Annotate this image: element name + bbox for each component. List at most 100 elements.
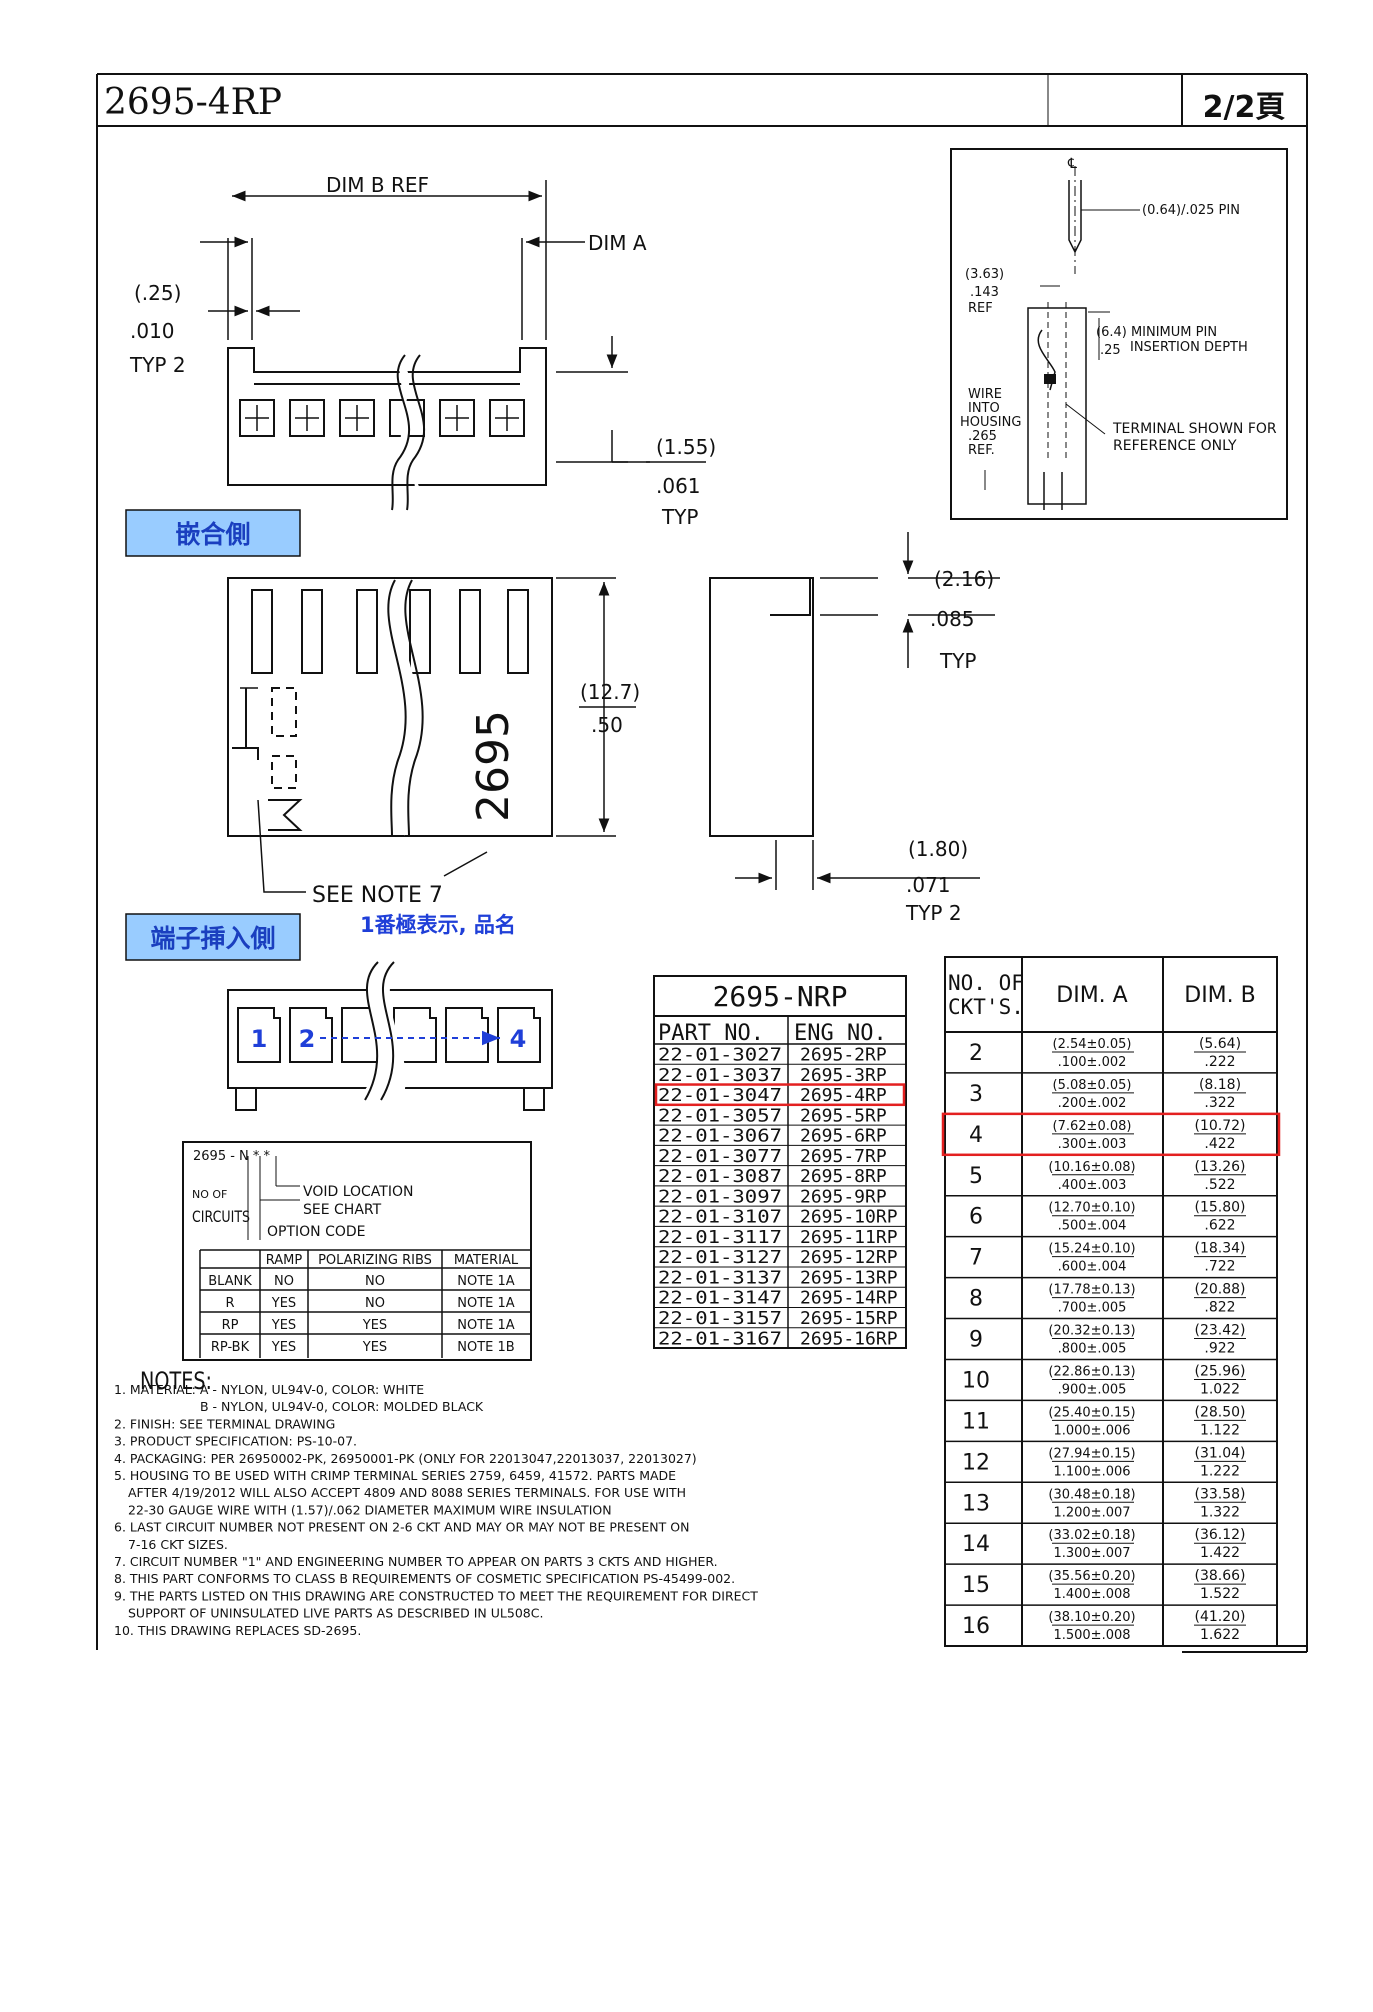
opt-cell: NOTE 1A: [457, 1296, 515, 1311]
ref-in: .143: [970, 285, 999, 300]
opt-cell: YES: [271, 1340, 296, 1355]
dim-b-in-cell: 1.422: [1200, 1545, 1240, 1561]
ckt-count-cell: 13: [962, 1491, 990, 1516]
note-line: 5. HOUSING TO BE USED WITH CRIMP TERMINA…: [114, 1468, 676, 1483]
eng-number-cell: 2695-8RP: [800, 1166, 887, 1187]
part-number-cell: 22-01-3027: [658, 1045, 782, 1066]
dim-a-mm-cell: (35.56±0.20): [1048, 1569, 1135, 1584]
note-line: 2. FINISH: SEE TERMINAL DRAWING: [114, 1416, 335, 1431]
side-width-in: .071: [906, 873, 951, 897]
eng-number-cell: 2695-14RP: [800, 1288, 898, 1309]
eng-number-cell: 2695-10RP: [800, 1207, 898, 1228]
note-line: 1. MATERIAL: A - NYLON, UL94V-0, COLOR: …: [114, 1382, 424, 1397]
ckt-count-cell: 8: [969, 1287, 983, 1312]
drawing-title: 2695-4RP: [104, 82, 282, 123]
wire-line4: .265: [968, 429, 997, 444]
sheet-frame: [96, 73, 1308, 1653]
part-table-header-eng: ENG NO.: [794, 1021, 887, 1046]
dim-a-in-cell: .400±.003: [1058, 1178, 1127, 1193]
option-code-box: [182, 1141, 532, 1361]
pin1-annotation: 1番極表示, 品名: [360, 913, 516, 937]
see-note-7: SEE NOTE 7: [312, 883, 443, 908]
part-number-table: [653, 975, 907, 1349]
part-number-cell: 22-01-3107: [658, 1207, 782, 1228]
wire-line1: WIRE: [968, 387, 1002, 402]
ref-mm: (3.63): [965, 267, 1004, 282]
circuits-label: CIRCUITS: [192, 1207, 250, 1226]
opt-cell: YES: [362, 1340, 387, 1355]
terminal-side-label-box: [125, 913, 301, 961]
opt-col-ribs: POLARIZING RIBS: [318, 1253, 432, 1268]
option-code-template: 2695 - N * *: [193, 1149, 271, 1164]
dimension-table: [944, 956, 1278, 1647]
part-number-cell: 22-01-3127: [658, 1247, 782, 1268]
ckt-count-cell: 2: [969, 1041, 983, 1066]
note-line: 8. THIS PART CONFORMS TO CLASS B REQUIRE…: [114, 1571, 735, 1586]
eng-number-cell: 2695-11RP: [800, 1227, 898, 1248]
part-table-title: 2695-NRP: [713, 980, 848, 1013]
dim-a-in-cell: 1.200±.007: [1053, 1505, 1130, 1520]
cavity-1: 1: [251, 1025, 268, 1053]
part-number-cell: 22-01-3067: [658, 1126, 782, 1147]
top-view-dimensions: [200, 180, 650, 463]
centerline-mark: ℄: [1067, 156, 1077, 172]
opt-col-ramp: RAMP: [266, 1253, 303, 1268]
depth-line1: (6.4) MINIMUM PIN: [1096, 325, 1217, 340]
ckt-count-cell: 4: [969, 1123, 983, 1148]
dim-a-in-cell: 1.400±.008: [1053, 1587, 1130, 1602]
option-rows: BLANK NO NO NOTE 1A R YES NO NOTE 1A RP …: [208, 1274, 515, 1355]
dim-b-mm-cell: (28.50): [1194, 1404, 1245, 1420]
dim-a-in-cell: .500±.004: [1058, 1219, 1127, 1234]
dim-b-in-cell: .422: [1204, 1136, 1235, 1152]
opt-cell: R: [225, 1296, 234, 1311]
dim-b-mm-cell: (38.66): [1194, 1568, 1245, 1584]
note-line: 10. THIS DRAWING REPLACES SD-2695.: [114, 1623, 361, 1638]
typ2-label: TYP 2: [129, 353, 186, 377]
note-line: SUPPORT OF UNINSULATED LIVE PARTS AS DES…: [128, 1606, 543, 1621]
dim-b-mm-cell: (13.26): [1194, 1159, 1245, 1175]
side-width-mm: (1.80): [908, 837, 968, 861]
eng-number-cell: 2695-2RP: [800, 1045, 887, 1066]
dim-a-in-cell: 1.100±.006: [1053, 1464, 1130, 1479]
dim-a-mm-cell: (38.10±0.20): [1048, 1610, 1135, 1625]
eng-number-cell: 2695-7RP: [800, 1146, 887, 1167]
notes-list: 1. MATERIAL: A - NYLON, UL94V-0, COLOR: …: [114, 1382, 758, 1638]
housing-side-view: [709, 532, 1000, 890]
dim-a-in-cell: 1.300±.007: [1053, 1546, 1130, 1561]
ckt-count-cell: 12: [962, 1450, 990, 1475]
front-height-in: .50: [591, 713, 623, 737]
wire-line2: INTO: [968, 401, 1000, 416]
dim-a-mm-cell: (33.02±0.18): [1048, 1528, 1135, 1543]
dim-b-mm-cell: (18.34): [1194, 1241, 1245, 1257]
void-location-label: VOID LOCATION: [303, 1184, 413, 1200]
dim-b-in-cell: .722: [1204, 1259, 1235, 1275]
dim-a-mm-cell: (15.24±0.10): [1048, 1242, 1135, 1257]
eng-number-cell: 2695-6RP: [800, 1126, 887, 1147]
depth-line2: .25: [1100, 343, 1121, 358]
part-number-cell: 22-01-3087: [658, 1166, 782, 1187]
housing-front-view: [227, 577, 553, 837]
pin-detail-view: [950, 148, 1288, 520]
part-number-cell: 22-01-3057: [658, 1105, 782, 1126]
depth-line3: INSERTION DEPTH: [1130, 340, 1248, 355]
note-line: 3. PRODUCT SPECIFICATION: PS-10-07.: [114, 1434, 357, 1449]
dim-a-mm-cell: (10.16±0.08): [1048, 1160, 1135, 1175]
dim-a-mm-cell: (20.32±0.13): [1048, 1324, 1135, 1339]
part-row-highlight: [654, 1083, 906, 1107]
cavity-2: 2: [299, 1025, 316, 1053]
option-code-label: OPTION CODE: [267, 1224, 366, 1240]
housing-bottom-view: [227, 961, 553, 1120]
front-height-mm: (12.7): [580, 680, 640, 704]
dim-header-ckts-1: NO. OF: [948, 971, 1024, 995]
eng-number-cell: 2695-5RP: [800, 1105, 887, 1126]
eng-number-cell: 2695-13RP: [800, 1267, 898, 1288]
opt-col-material: MATERIAL: [454, 1253, 519, 1268]
eng-number-cell: 2695-3RP: [800, 1065, 887, 1086]
front-view-dimensions: [257, 577, 636, 893]
dim-a-in-cell: 1.000±.006: [1053, 1423, 1130, 1438]
terminal-note-line2: REFERENCE ONLY: [1113, 438, 1237, 454]
eng-number-cell: 2695-16RP: [800, 1328, 898, 1349]
dim-b-in-cell: 1.522: [1200, 1586, 1240, 1602]
